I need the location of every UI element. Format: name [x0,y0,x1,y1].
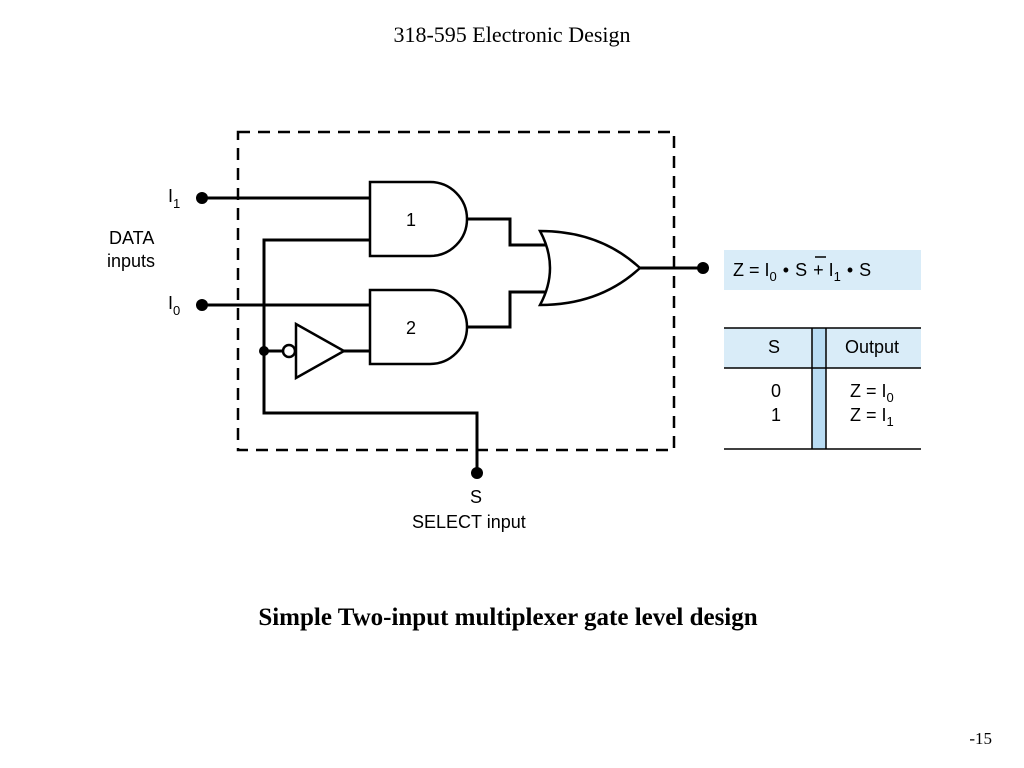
equation-text: Z = I0•S+ I1•S [733,260,871,284]
truth-table-row-1-s: 1 [771,405,781,425]
page-number: -15 [969,729,992,748]
and-gate-2 [368,288,469,366]
multiplexer-diagram: I1 DATA inputs I0 1 2 S SELECT input Z =… [107,130,921,532]
inverter-bubble [281,343,297,359]
truth-table-header-output: Output [845,337,899,357]
input-i1-label: I1 [168,186,180,211]
select-input-label: SELECT input [412,512,526,532]
output-terminal [697,262,709,274]
truth-table-header-s: S [768,337,780,357]
wire-gate2-to-or [467,290,548,329]
select-junction-dot [259,346,269,356]
inverter-gate [294,321,347,381]
mux-boundary-box [236,130,676,452]
gate-1-label: 1 [406,210,416,230]
truth-table-row-0-s: 0 [771,381,781,401]
or-gate [537,229,642,307]
data-inputs-label-2: inputs [107,251,155,271]
slide-header: 318-595 Electronic Design [393,22,631,47]
truth-table-row-1-output: Z = I1 [850,405,894,429]
data-inputs-label: DATA [109,228,154,248]
and-gate-1 [368,180,469,258]
wire-gate1-to-or [467,217,548,247]
select-terminal [471,467,483,479]
gate-2-label: 2 [406,318,416,338]
select-s-label: S [470,487,482,507]
truth-table: S Output 0 Z = I0 1 Z = I1 [724,327,921,450]
truth-table-divider-bar [812,328,826,449]
wire-select [262,238,479,473]
figure-caption: Simple Two-input multiplexer gate level … [258,604,758,631]
truth-table-row-0-output: Z = I0 [850,381,894,405]
input-i0-label: I0 [168,293,180,318]
